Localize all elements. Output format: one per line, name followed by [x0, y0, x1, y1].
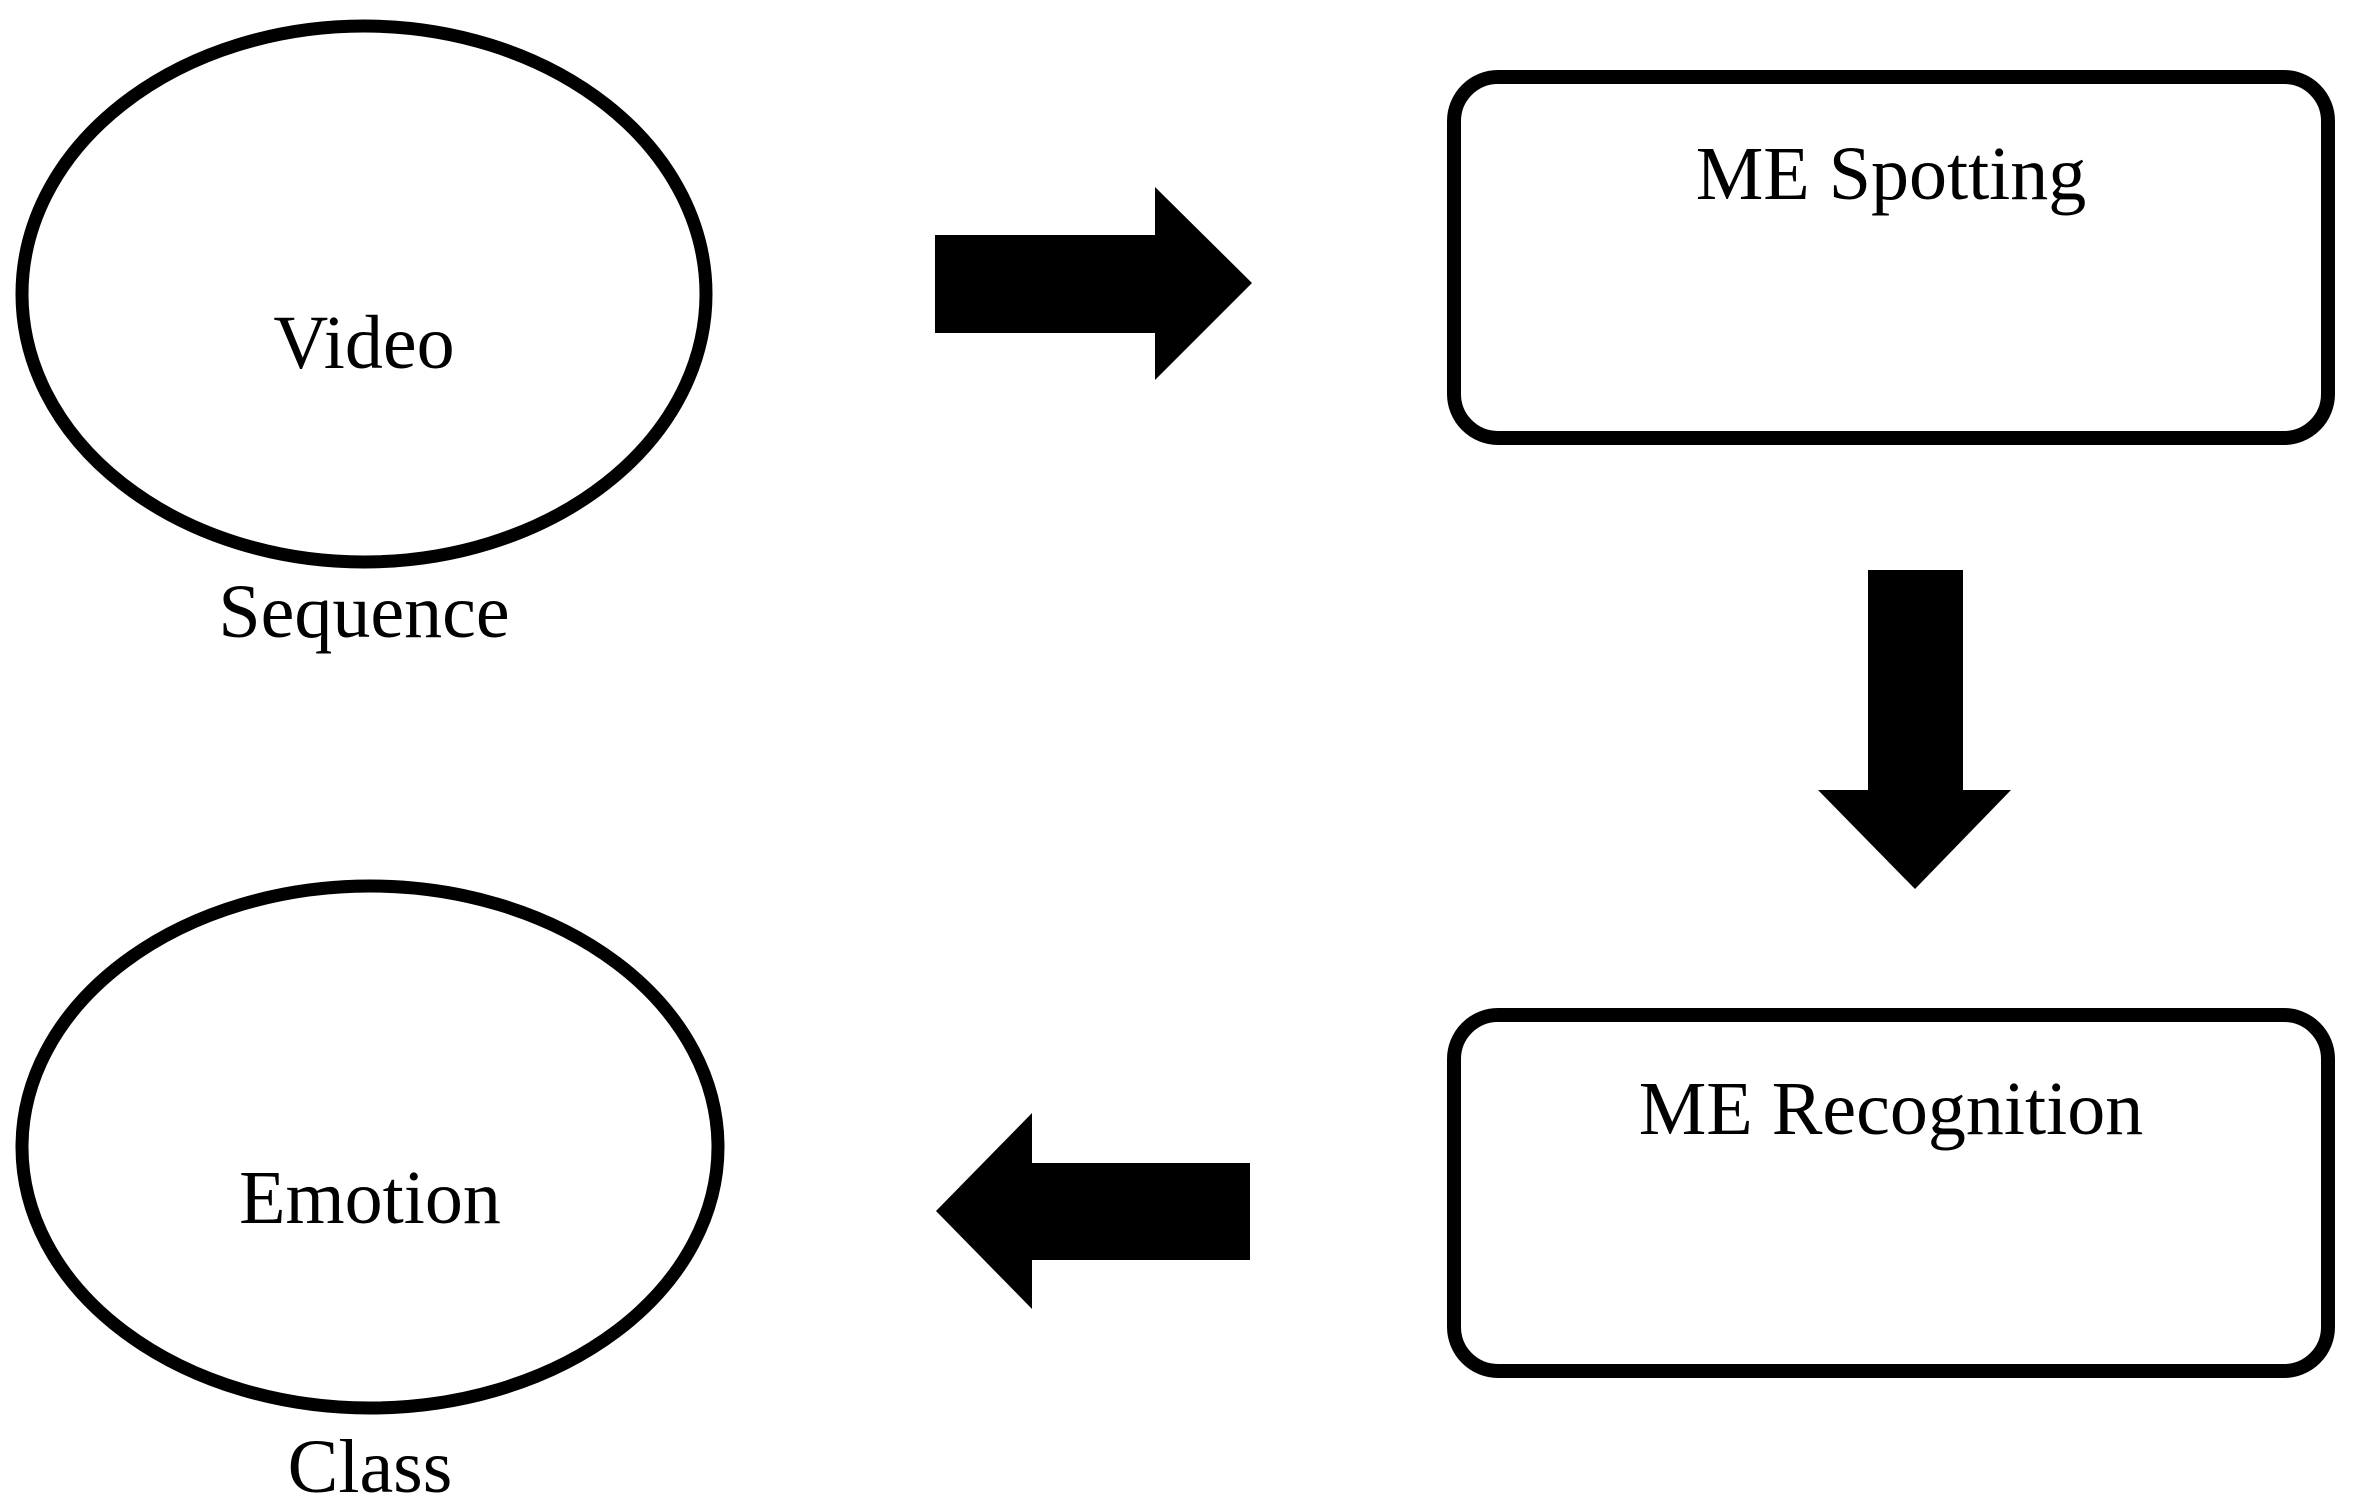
node-emotion-class-shape[interactable]	[15, 879, 725, 1415]
arrow-left-recognition-to-emotion	[936, 1113, 1250, 1309]
node-me-recognition-shape[interactable]	[1447, 1008, 2335, 1378]
node-me-spotting-shape[interactable]	[1447, 70, 2335, 445]
node-video-sequence-shape[interactable]	[15, 19, 713, 569]
arrow-down-spotting-to-recognition	[1818, 570, 2011, 889]
arrow-right-video-to-spotting	[935, 187, 1252, 380]
